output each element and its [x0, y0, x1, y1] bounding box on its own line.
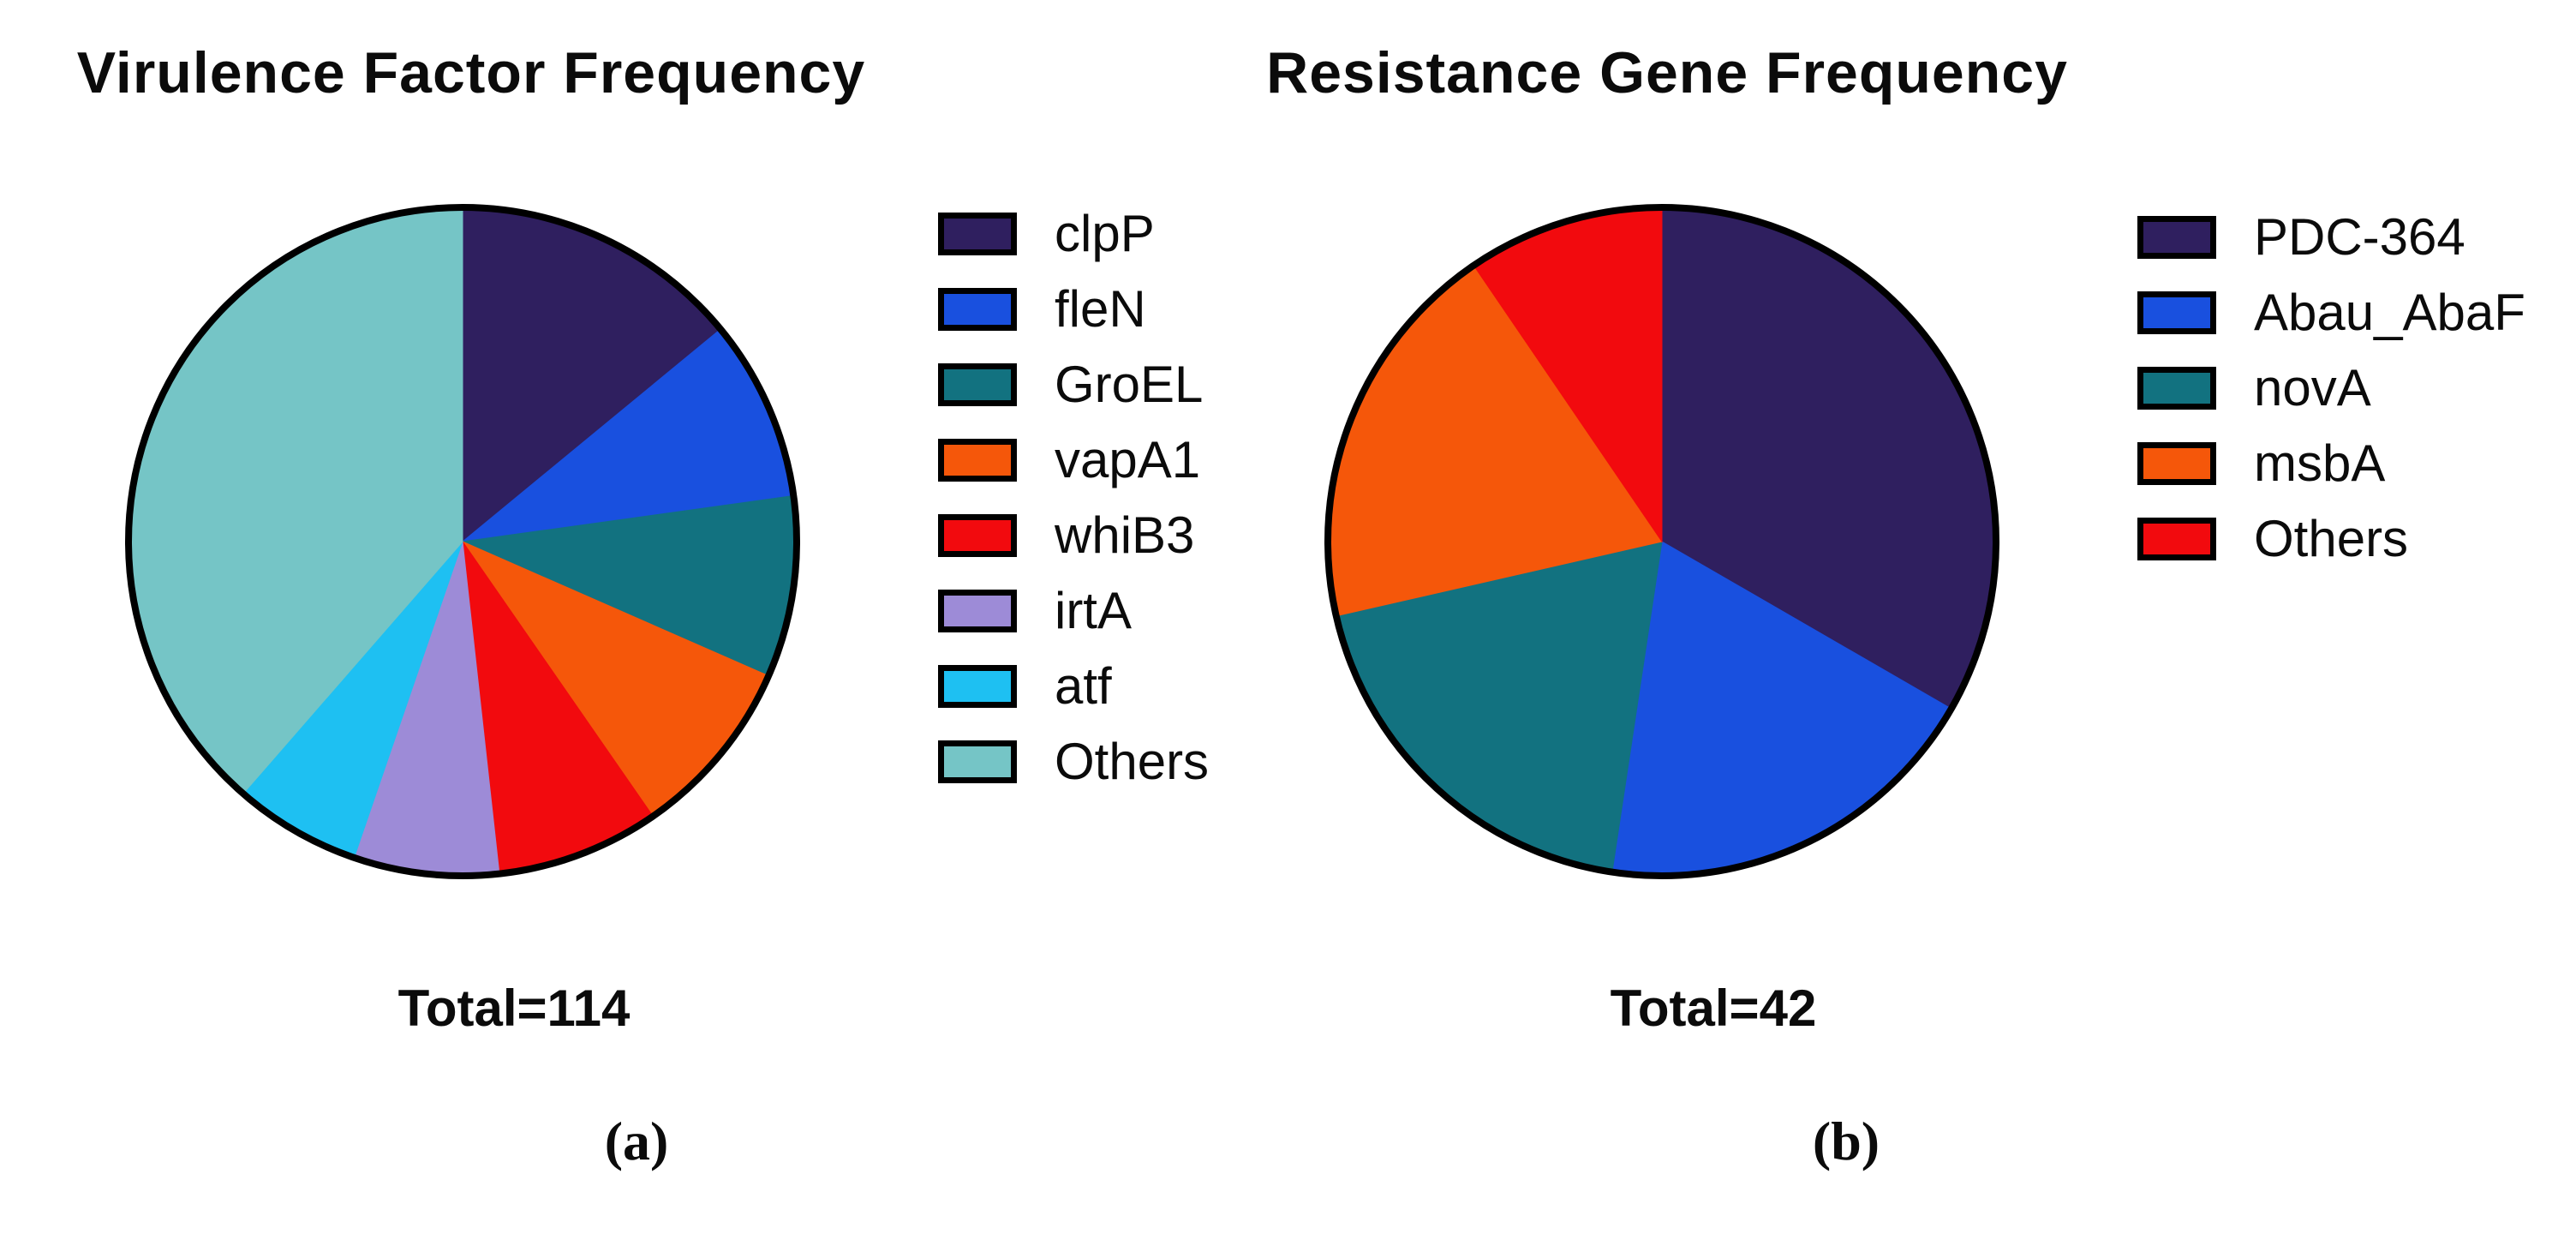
legend-swatch-clpP	[938, 213, 1017, 255]
legend-label: PDC-364	[2254, 208, 2465, 266]
legend-label: GroEL	[1055, 356, 1204, 413]
legend-swatch-vapA1	[938, 439, 1017, 482]
legend-label: vapA1	[1055, 431, 1201, 488]
pie-outline	[1324, 204, 1999, 879]
legend-item-atf: atf	[938, 661, 1209, 712]
panel-b-total: Total=42	[1610, 979, 1817, 1037]
legend-label: Others	[1055, 733, 1210, 790]
panel-a-total: Total=114	[397, 979, 631, 1037]
legend-item-irtA: irtA	[938, 585, 1209, 637]
legend-label: Others	[2254, 510, 2409, 567]
panel-b-label: (b)	[1812, 1111, 1880, 1171]
pie-outline	[125, 204, 800, 879]
legend-swatch-Others	[938, 740, 1017, 783]
legend-swatch-whiB3	[938, 514, 1017, 557]
legend-item-Others: Others	[938, 736, 1209, 788]
legend-swatch-irtA	[938, 590, 1017, 632]
legend-item-PDC-364: PDC-364	[2137, 212, 2525, 263]
legend-item-whiB3: whiB3	[938, 510, 1209, 561]
legend-swatch-GroEL	[938, 363, 1017, 406]
panel-b-title: Resistance Gene Frequency	[1266, 40, 2068, 105]
panel-a-pie-chart	[125, 204, 800, 879]
legend-label: Abau_AbaF	[2254, 284, 2525, 341]
legend-item-Others: Others	[2137, 513, 2525, 565]
legend-label: whiB3	[1055, 506, 1195, 564]
legend-swatch-novA	[2137, 367, 2216, 410]
legend-swatch-atf	[938, 665, 1017, 708]
legend-item-vapA1: vapA1	[938, 434, 1209, 486]
legend-label: msbA	[2254, 434, 2386, 492]
legend-item-msbA: msbA	[2137, 438, 2525, 489]
legend-item-fleN: fleN	[938, 284, 1209, 335]
legend-item-clpP: clpP	[938, 208, 1209, 260]
panel-b-pie-chart	[1324, 204, 1999, 879]
legend-label: clpP	[1055, 205, 1155, 262]
panel-a-title: Virulence Factor Frequency	[76, 40, 866, 105]
panel-a-label: (a)	[604, 1111, 669, 1171]
legend-swatch-Others	[2137, 518, 2216, 560]
legend-swatch-msbA	[2137, 442, 2216, 485]
legend-item-GroEL: GroEL	[938, 359, 1209, 410]
legend-item-Abau_AbaF: Abau_AbaF	[2137, 287, 2525, 338]
legend-item-novA: novA	[2137, 362, 2525, 414]
legend-swatch-fleN	[938, 288, 1017, 331]
legend-label: novA	[2254, 359, 2371, 416]
legend-label: irtA	[1055, 582, 1132, 639]
legend-swatch-PDC-364	[2137, 216, 2216, 259]
legend-swatch-Abau_AbaF	[2137, 291, 2216, 334]
legend-label: fleN	[1055, 280, 1146, 338]
legend-label: atf	[1055, 657, 1112, 715]
